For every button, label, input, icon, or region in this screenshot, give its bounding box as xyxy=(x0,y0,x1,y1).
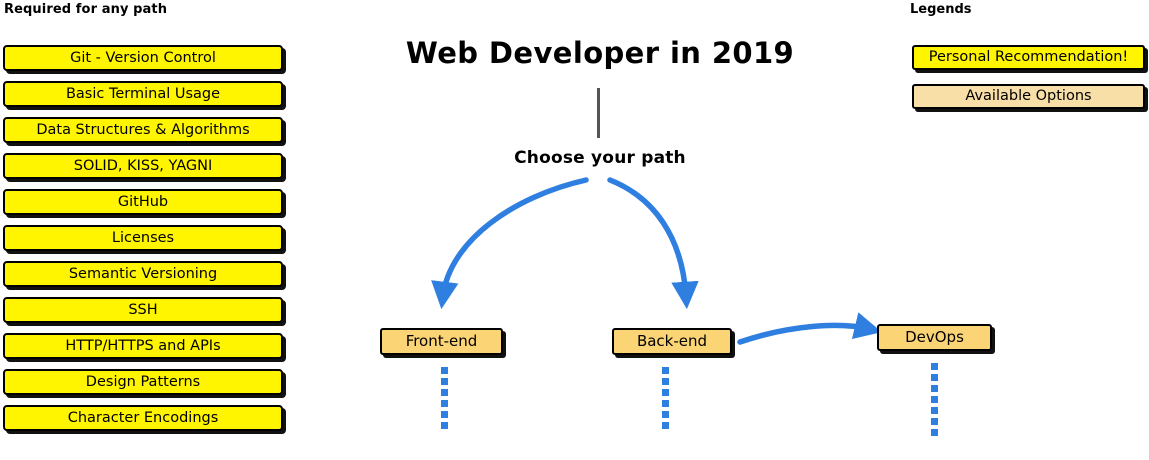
required-skill-label: GitHub xyxy=(117,193,169,210)
dotted-line-dot xyxy=(662,378,669,385)
dotted-line-dot xyxy=(441,400,448,407)
required-skill-label: Git - Version Control xyxy=(70,49,216,66)
required-skill-label: Data Structures & Algorithms xyxy=(36,121,250,138)
flow-node-dotted-continuation xyxy=(441,367,448,433)
required-skill-item[interactable]: Licenses xyxy=(3,225,283,251)
required-section-heading: Required for any path xyxy=(4,2,168,17)
dotted-line-dot xyxy=(931,418,938,425)
dotted-line-dot xyxy=(931,363,938,370)
required-skill-item[interactable]: Git - Version Control xyxy=(3,45,283,71)
flow-node-dotted-continuation xyxy=(662,367,669,433)
required-skill-item[interactable]: Character Encodings xyxy=(3,405,283,431)
required-skill-label: Licenses xyxy=(111,229,175,246)
root-connector-line xyxy=(597,88,600,138)
dotted-line-dot xyxy=(662,400,669,407)
flow-node-dotted-continuation xyxy=(931,363,938,440)
required-skill-item[interactable]: HTTP/HTTPS and APIs xyxy=(3,333,283,359)
required-skills-column: Required for any path Git - Version Cont… xyxy=(0,0,300,460)
dotted-line-dot xyxy=(662,367,669,374)
dotted-line-dot xyxy=(441,367,448,374)
arrow-back-end-to-devops xyxy=(737,312,882,345)
required-skill-item[interactable]: SSH xyxy=(3,297,283,323)
required-skill-item[interactable]: GitHub xyxy=(3,189,283,215)
dotted-line-dot xyxy=(931,429,938,436)
dotted-line-dot xyxy=(441,411,448,418)
legend-panel: Legends Personal Recommendation! Availabl… xyxy=(900,0,1149,460)
legend-item-label: Available Options xyxy=(965,88,1092,105)
required-skill-label: SOLID, KISS, YAGNI xyxy=(73,157,213,174)
required-skill-label: SSH xyxy=(128,301,158,318)
legend-item: Available Options xyxy=(912,84,1145,109)
required-skill-item[interactable]: Basic Terminal Usage xyxy=(3,81,283,107)
required-skill-label: Design Patterns xyxy=(85,373,201,390)
required-skill-label: Basic Terminal Usage xyxy=(65,85,221,102)
career-path-diagram: Web Developer in 2019 Choose your path F… xyxy=(300,0,992,460)
flow-node-front-end[interactable]: Front-end xyxy=(380,328,503,355)
dotted-line-dot xyxy=(931,407,938,414)
dotted-line-dot xyxy=(931,385,938,392)
dotted-line-dot xyxy=(441,389,448,396)
flow-node-label: Back-end xyxy=(636,332,708,350)
flow-node-devops[interactable]: DevOps xyxy=(877,324,992,351)
required-skill-label: HTTP/HTTPS and APIs xyxy=(65,337,221,354)
dotted-line-dot xyxy=(441,422,448,429)
arrow-to-back-end xyxy=(607,177,699,310)
required-skill-item[interactable]: Data Structures & Algorithms xyxy=(3,117,283,143)
choose-path-label: Choose your path xyxy=(514,148,686,168)
dotted-line-dot xyxy=(662,422,669,429)
flow-node-back-end[interactable]: Back-end xyxy=(612,328,732,355)
dotted-line-dot xyxy=(931,374,938,381)
flow-node-label: DevOps xyxy=(905,328,964,346)
dotted-line-dot xyxy=(931,396,938,403)
legend-item-label: Personal Recommendation! xyxy=(928,49,1129,66)
required-skill-item[interactable]: Semantic Versioning xyxy=(3,261,283,287)
flow-node-label: Front-end xyxy=(405,332,478,350)
dotted-line-dot xyxy=(441,378,448,385)
required-skill-item[interactable]: Design Patterns xyxy=(3,369,283,395)
arrow-to-front-end xyxy=(431,177,589,310)
required-skill-label: Character Encodings xyxy=(67,409,219,426)
diagram-title: Web Developer in 2019 xyxy=(405,36,795,70)
required-skill-label: Semantic Versioning xyxy=(68,265,218,282)
dotted-line-dot xyxy=(662,389,669,396)
legend-heading: Legends xyxy=(910,2,972,17)
legend-item: Personal Recommendation! xyxy=(912,45,1145,70)
required-skill-item[interactable]: SOLID, KISS, YAGNI xyxy=(3,153,283,179)
dotted-line-dot xyxy=(662,411,669,418)
